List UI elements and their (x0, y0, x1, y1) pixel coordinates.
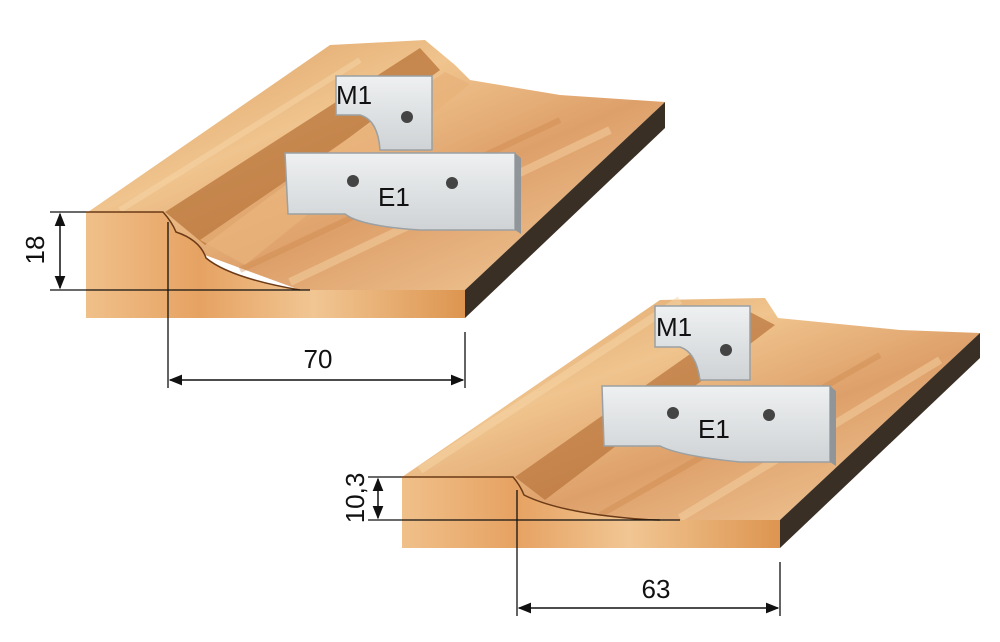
board-b-edge (780, 333, 980, 548)
dim-a-width-label: 70 (304, 344, 333, 374)
knife-a-e1-hole-left-icon (347, 175, 359, 187)
knife-b-m1 (654, 305, 751, 381)
knife-a-main-label: E1 (378, 182, 410, 212)
knife-b-top-label: M1 (656, 312, 692, 342)
dim-b-width-label: 63 (642, 574, 671, 604)
profile-b: M1 E1 10,3 63 (340, 296, 980, 616)
board-b-front (402, 477, 780, 548)
knife-a-e1-hole-right-icon (446, 177, 458, 189)
knife-b-main-label: E1 (698, 414, 730, 444)
knife-a-m1-hole-icon (401, 111, 413, 123)
knife-b-m1-hole-icon (720, 344, 732, 356)
profile-a: M1 E1 18 70 (20, 40, 665, 388)
knife-b-e1-hole-right-icon (763, 409, 775, 421)
knife-b-e1-hole-left-icon (667, 407, 679, 419)
dim-b-height-label: 10,3 (340, 473, 370, 524)
board-a-front (86, 212, 465, 318)
knife-a-top-label: M1 (336, 80, 372, 110)
board-a-edge (465, 102, 665, 318)
dim-a-height-label: 18 (20, 236, 50, 265)
knife-a-m1 (335, 75, 433, 151)
knife-a-e1 (284, 152, 516, 231)
knife-b-e1 (601, 385, 831, 463)
